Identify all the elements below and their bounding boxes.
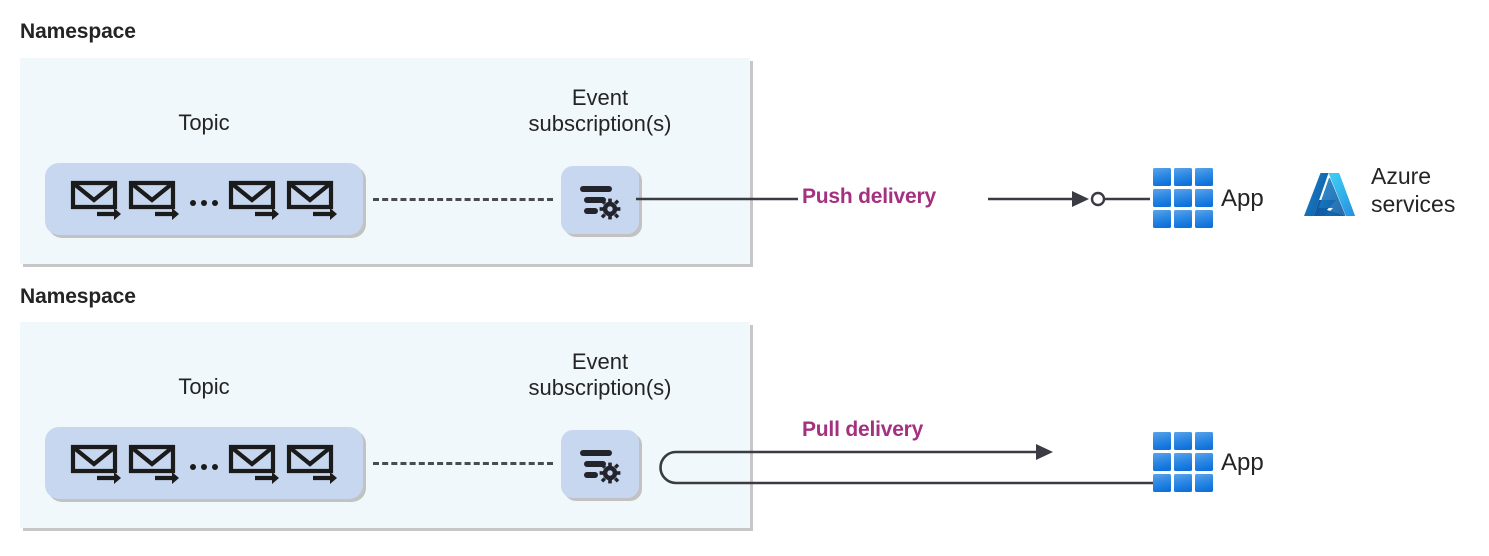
envelope-with-arrow-icon — [128, 175, 180, 223]
pull-delivery-connector — [659, 444, 1160, 485]
push-arrow-to-app — [988, 191, 1150, 207]
topic-box-pull[interactable] — [45, 427, 363, 499]
push-delivery-label: Push delivery — [802, 185, 936, 208]
app-label-pull: App — [1221, 449, 1264, 476]
topic-subscription-connector-push — [373, 198, 553, 201]
app-grid-icon[interactable] — [1152, 431, 1214, 493]
filter-gear-icon — [576, 178, 624, 222]
topic-label-push: Topic — [178, 110, 230, 135]
event-subscription-box-pull[interactable] — [561, 430, 639, 498]
event-subscription-label-push: Event subscription(s) — [528, 85, 672, 136]
ellipsis-icon — [186, 200, 222, 206]
envelope-with-arrow-icon — [128, 439, 180, 487]
envelope-with-arrow-icon — [228, 439, 280, 487]
topic-label-pull: Topic — [178, 374, 230, 399]
filter-gear-icon — [576, 442, 624, 486]
event-subscription-box-push[interactable] — [561, 166, 639, 234]
push-line-left — [636, 197, 798, 201]
envelope-with-arrow-icon — [286, 175, 338, 223]
envelope-with-arrow-icon — [70, 175, 122, 223]
arrowhead-icon — [1036, 444, 1053, 460]
envelope-with-arrow-icon — [70, 439, 122, 487]
azure-logo-icon — [1303, 170, 1363, 226]
endpoint-circle-icon — [1090, 191, 1106, 207]
topic-subscription-connector-pull — [373, 462, 553, 465]
namespace-heading-push: Namespace — [20, 20, 136, 43]
app-grid-icon[interactable] — [1152, 167, 1214, 229]
topic-box-push[interactable] — [45, 163, 363, 235]
envelope-with-arrow-icon — [286, 439, 338, 487]
pull-delivery-label: Pull delivery — [802, 418, 924, 441]
envelope-with-arrow-icon — [228, 175, 280, 223]
app-label-push: App — [1221, 185, 1264, 212]
namespace-heading-pull: Namespace — [20, 285, 136, 308]
ellipsis-icon — [186, 464, 222, 470]
event-subscription-label-pull: Event subscription(s) — [528, 349, 672, 400]
azure-services-label: Azure services — [1371, 163, 1456, 217]
